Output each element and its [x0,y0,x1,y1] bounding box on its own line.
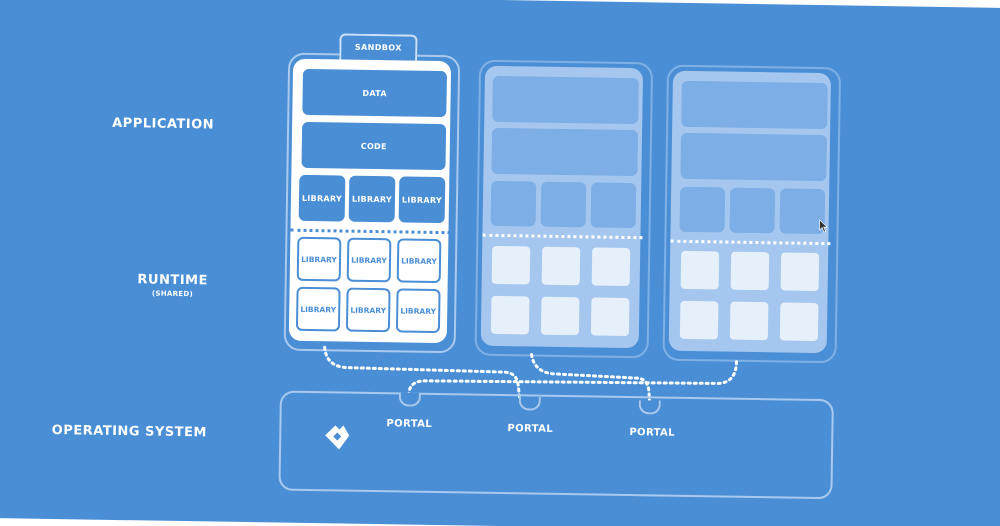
portal-label-1: PORTAL [386,418,433,430]
connector-sandbox-3 [406,360,738,403]
portal-label-2: PORTAL [507,423,554,435]
portal-label-3: PORTAL [629,427,676,439]
operating-system-box [278,390,834,500]
os-logo-icon [325,425,350,450]
mouse-cursor-icon [819,219,828,233]
connector-sandbox-2 [530,353,652,408]
connector-sandbox-1 [323,345,522,402]
